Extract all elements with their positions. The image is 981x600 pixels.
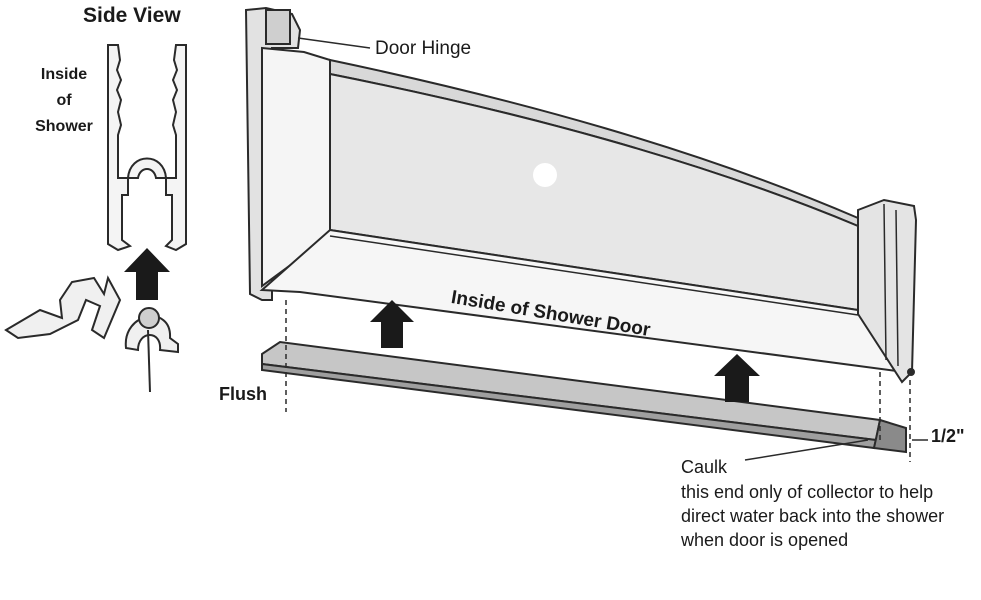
- upward-arrow-left: [370, 300, 414, 348]
- dashed-guides: [285, 300, 911, 462]
- side-view-profile: [107, 44, 187, 252]
- inside-of-shower-label: Inside of Shower: [35, 66, 93, 135]
- caulk-label: Caulk: [681, 457, 728, 477]
- door-hinge-label: Door Hinge: [375, 38, 472, 59]
- shower-door-panel: [244, 6, 918, 384]
- upward-arrow-right: [714, 354, 760, 402]
- caulk-note: this end only of collector to help direc…: [681, 482, 945, 550]
- flush-label: Flush: [219, 384, 267, 404]
- half-inch-label: 1/2": [931, 426, 965, 446]
- leader-lines: [297, 37, 928, 461]
- sweep-profile: [4, 275, 179, 393]
- side-view-title: Side View: [83, 4, 181, 27]
- upward-arrow-side: [124, 248, 170, 300]
- water-collector-rail: [261, 340, 907, 454]
